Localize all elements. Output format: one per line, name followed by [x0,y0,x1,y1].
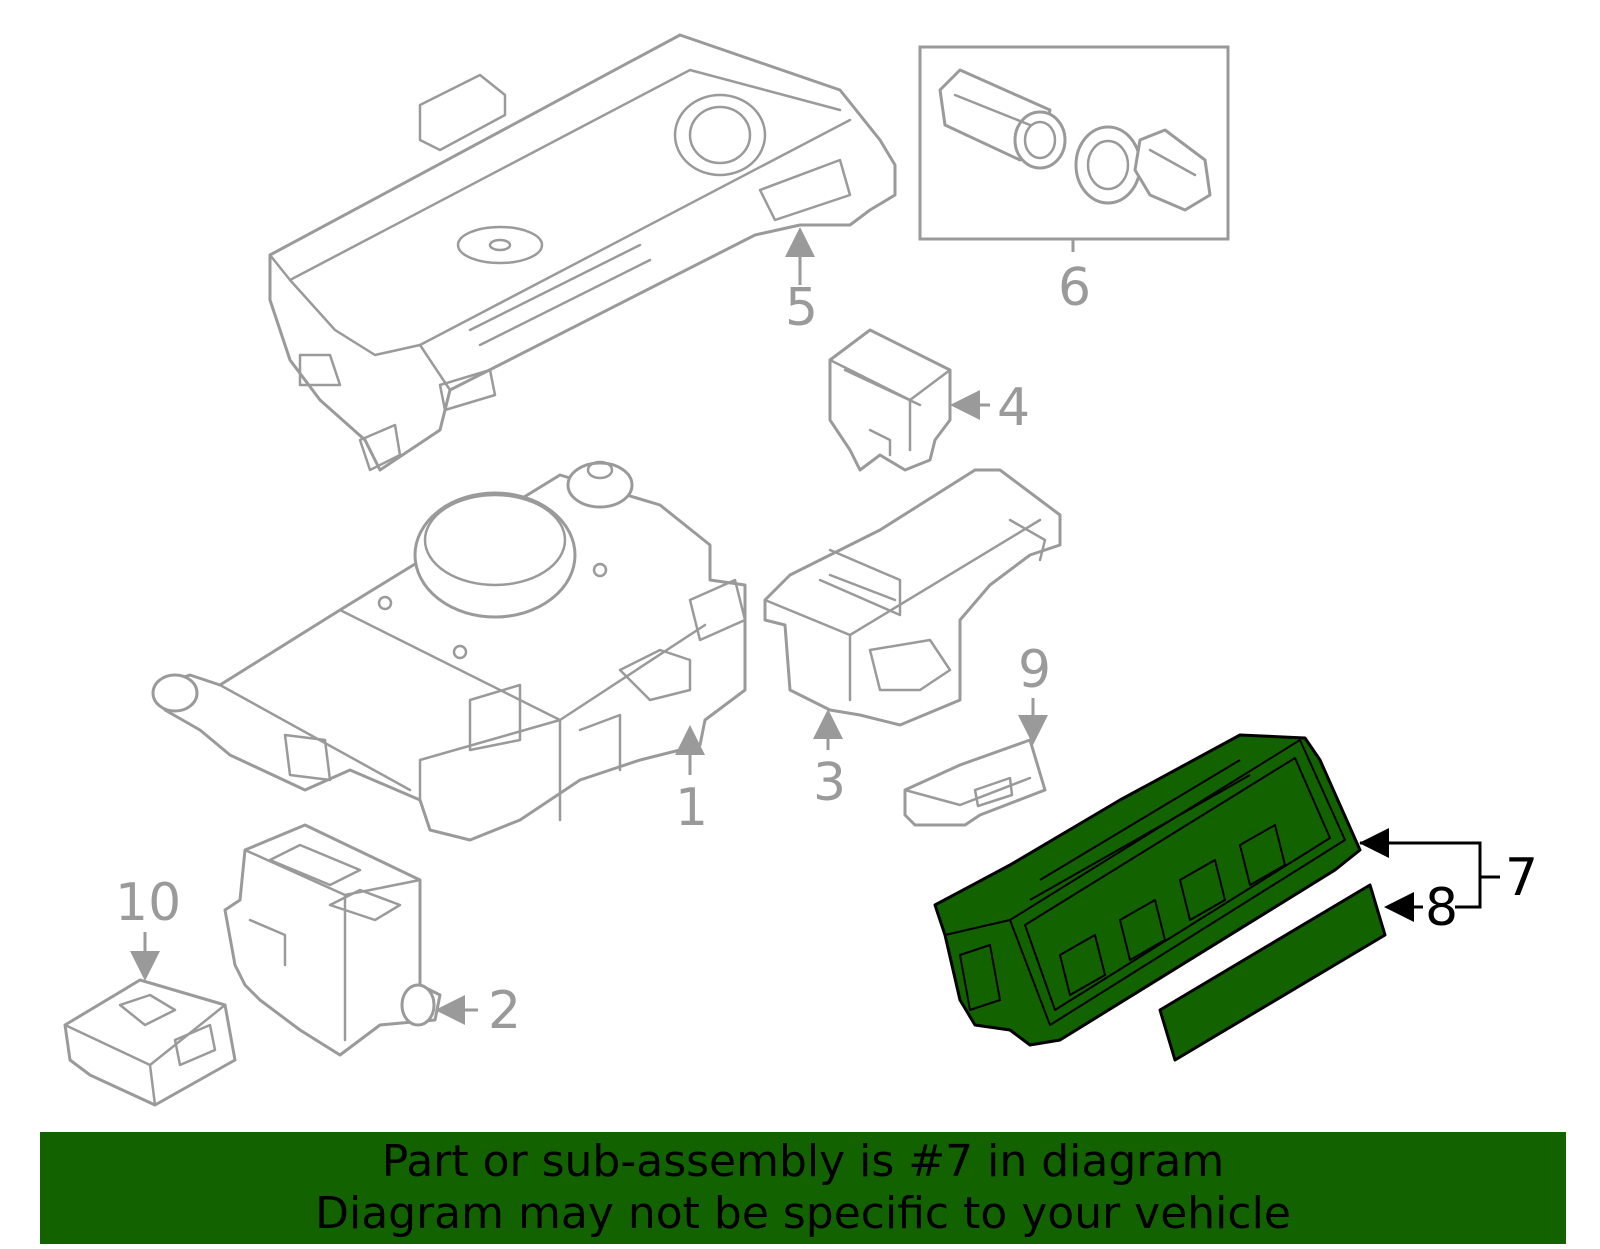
part-10-switch [63,978,237,1107]
banner-line-2: Diagram may not be specific to your vehi… [315,1188,1291,1239]
part-2-switch-module [223,823,442,1057]
part-7-control-panel [933,733,1362,1047]
callout-5: 5 [785,278,818,338]
callout-9: 9 [1018,640,1051,700]
banner-line-1: Part or sub-assembly is #7 in diagram [381,1136,1225,1187]
part-8-trim-strip [1158,883,1387,1062]
callout-2: 2 [488,981,521,1041]
callout-1: 1 [675,778,708,838]
part-5-console-tray [268,33,897,472]
callout-8: 8 [1425,878,1458,938]
notice-banner: Part or sub-assembly is #7 in diagram Di… [40,1132,1566,1244]
leader-7-bracket [1360,841,1482,909]
part-3-selector [763,468,1062,727]
callout-4: 4 [997,378,1030,438]
part-1-controller [151,460,747,842]
part-9-switch [903,738,1047,827]
part-4-switch [828,328,952,472]
callout-3: 3 [813,753,846,813]
callout-6: 6 [1058,258,1091,318]
callout-7: 7 [1505,848,1538,908]
callout-10: 10 [115,873,181,933]
part-6-lighter-socket [918,45,1230,241]
